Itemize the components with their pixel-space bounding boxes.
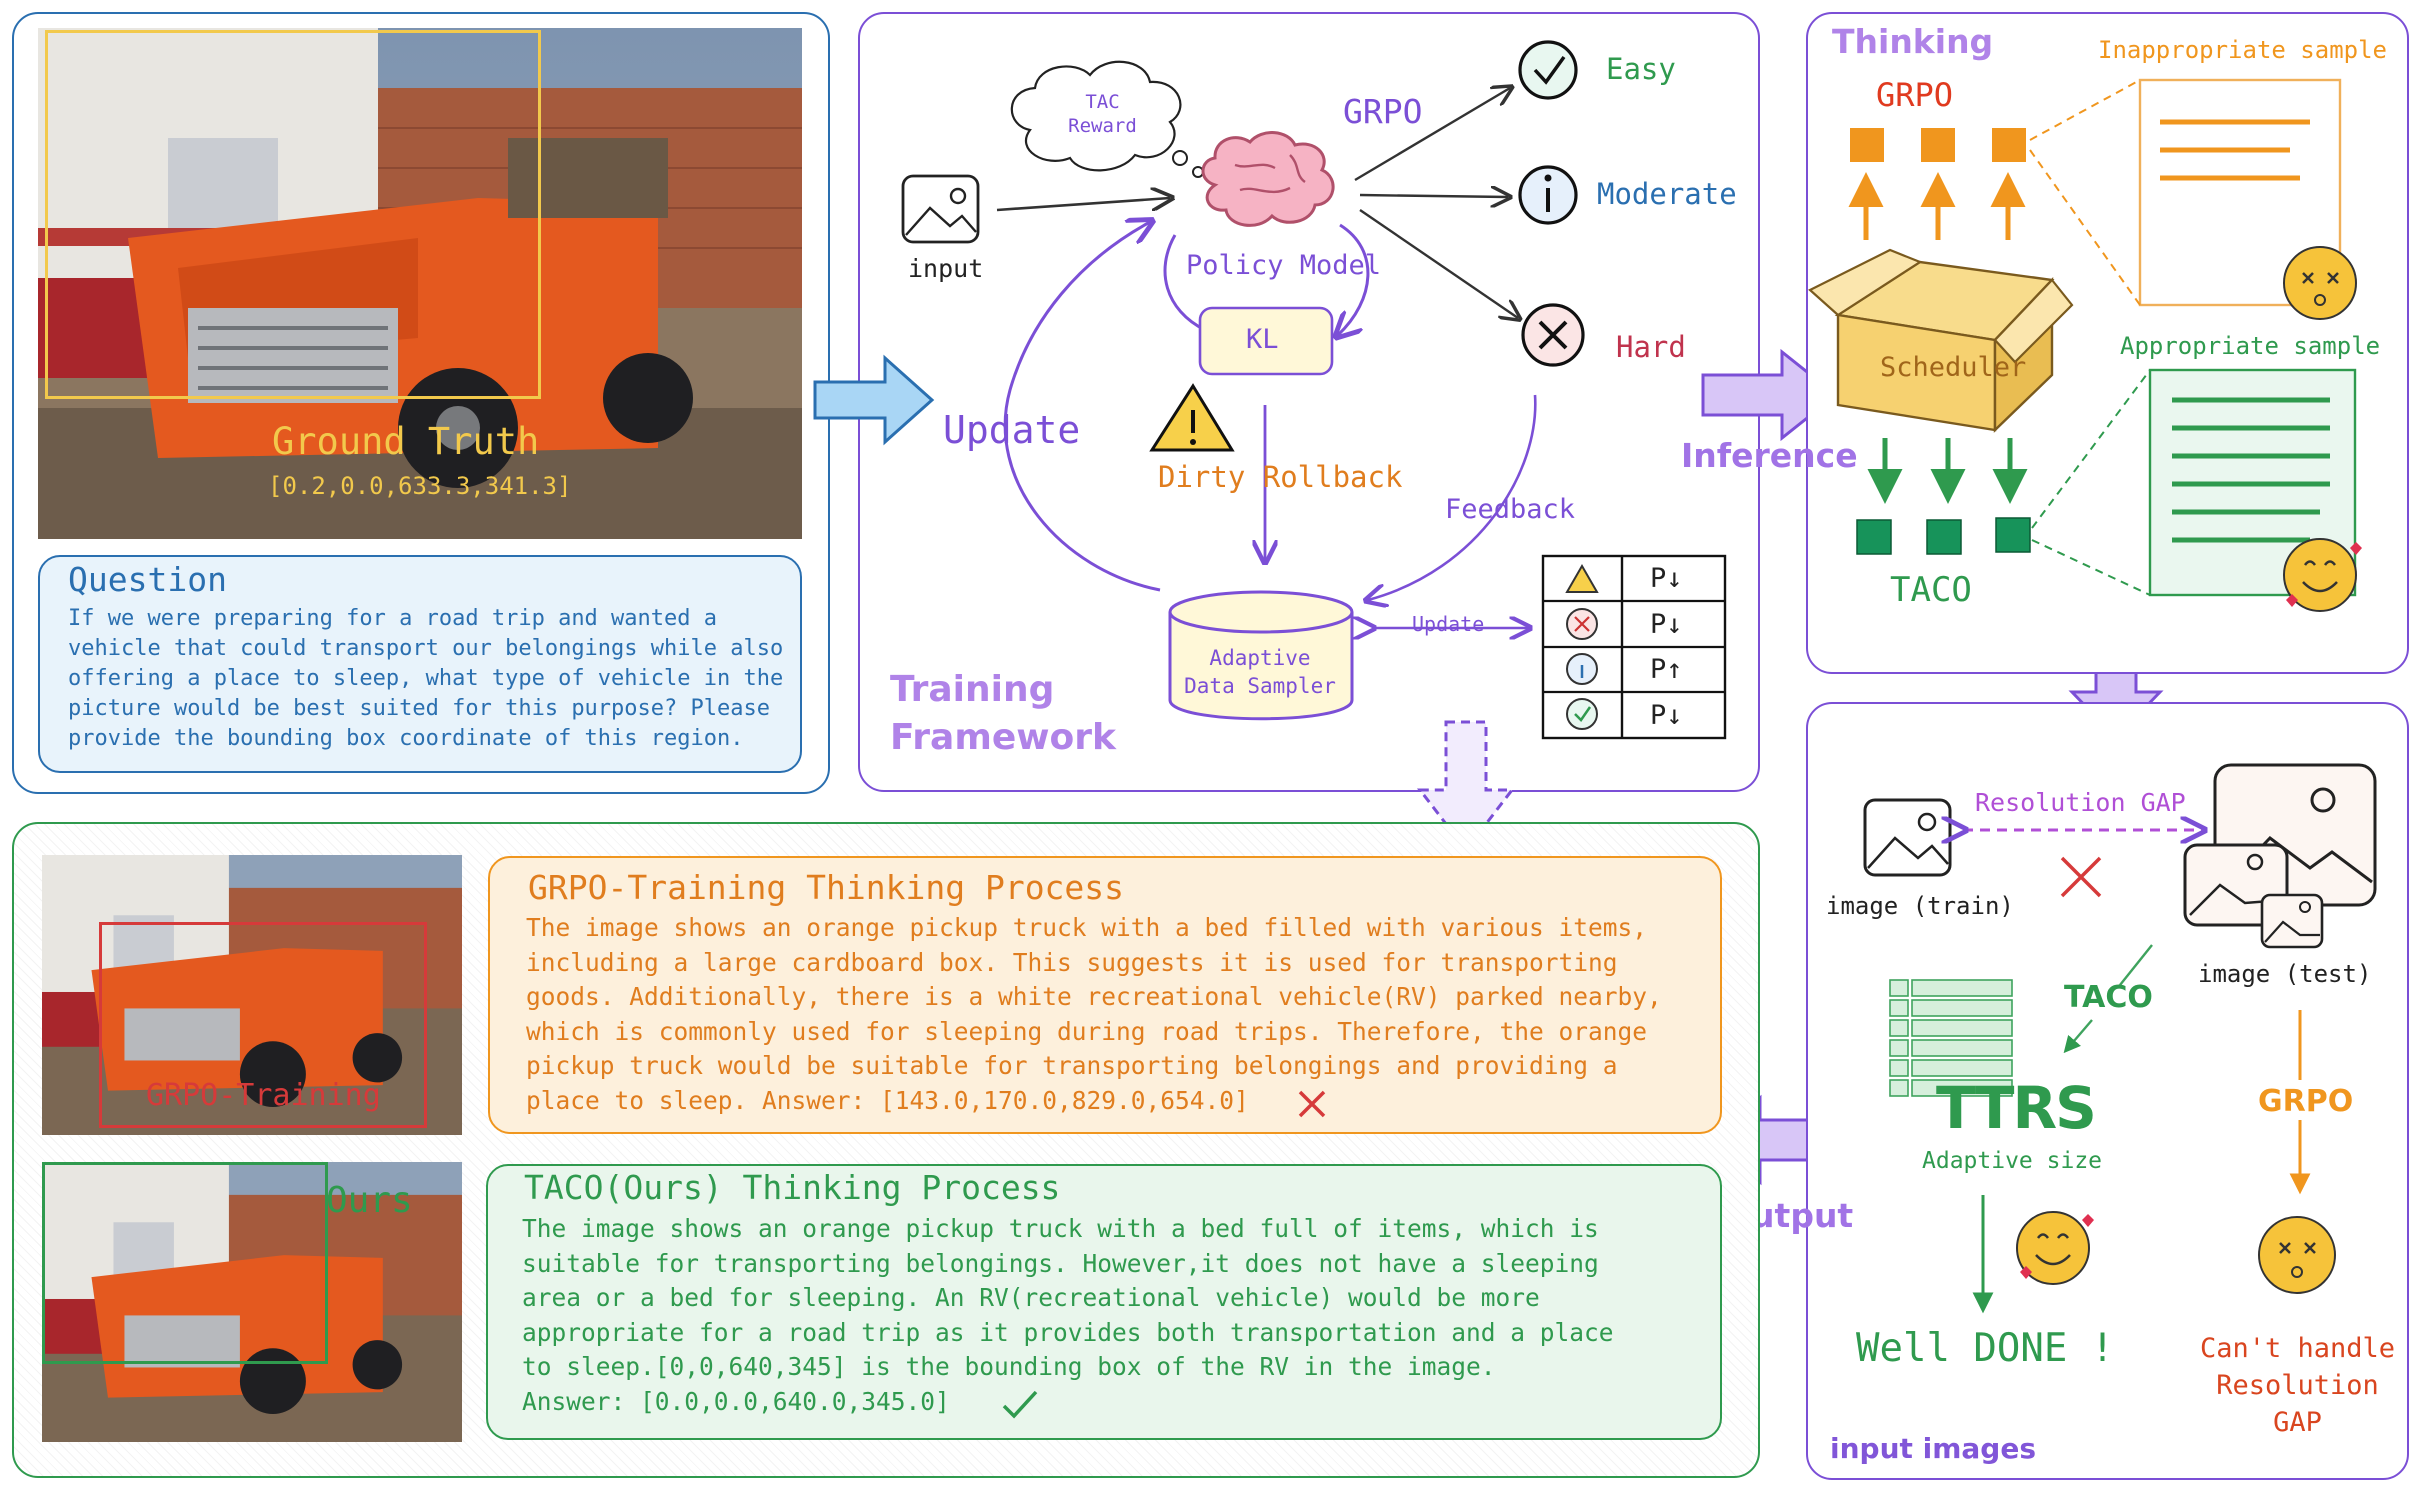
ground-truth-coords: [0.2,0.0,633.3,341.3] [268,472,572,500]
ours-box-label: Ours [326,1180,413,1221]
table-p-1: P↓ [1650,563,1683,594]
grpo-bounding-box [99,922,427,1128]
appropriate-sample-label: Appropriate sample [2120,332,2381,360]
feedback-label: Feedback [1445,494,1576,525]
training-framework-title: Training Framework [890,669,1116,758]
input-images-title: input images [1830,1432,2037,1465]
cant-handle-label: Can't handle Resolution GAP [2199,1333,2396,1438]
policy-model-label: Policy Model [1186,250,1382,281]
input-image-icon [901,174,980,244]
scheduler-label: Scheduler [1880,352,2027,383]
kl-label: KL [1246,324,1279,355]
update-label: Update [943,408,1081,452]
table-p-4: P↓ [1650,700,1683,731]
tac-reward-label: TAC Reward [1068,91,1137,137]
table-p-3: P↑ [1650,654,1683,685]
input-label: input [908,254,984,283]
taco-thinking-box [486,1164,1722,1440]
taco-thinking-text: The image shows an orange pickup truck w… [522,1214,1614,1416]
brain-icon [1201,131,1335,227]
easy-icon [1518,40,1578,100]
taco-check-icon [1000,1388,1040,1426]
inappropriate-sample-label: Inappropriate sample [2098,36,2387,64]
easy-label: Easy [1606,52,1676,86]
inference-label: Inference [1681,436,1858,475]
update-small-label: Update [1412,612,1485,636]
taco-thinking-title: TACO(Ours) Thinking Process [524,1168,1061,1207]
dirty-rollback-label: Dirty Rollback [1158,460,1403,494]
warning-icon [1149,383,1235,452]
ttrs-label: TTRS [1936,1074,2097,1142]
hard-icon [1521,303,1585,367]
question-box [38,555,802,773]
grpo-label: GRPO [1343,92,1423,131]
input-grpo-label: GRPO [2258,1084,2354,1119]
question-title: Question [68,560,227,599]
well-done-label: Well DONE ! [1856,1326,2115,1371]
grpo-cross-icon [1296,1088,1328,1124]
thinking-title: Thinking [1832,22,1994,61]
question-text: If we were preparing for a road trip and… [68,606,784,751]
data-sampler-cylinder [1168,590,1354,721]
thinking-taco-label: TACO [1890,570,1972,610]
moderate-label: Moderate [1597,177,1737,211]
moderate-icon [1518,165,1578,225]
image-test-label: image (test) [2198,960,2372,988]
grpo-photo [42,855,462,1135]
adaptive-size-label: Adaptive size [1922,1148,2103,1174]
resolution-gap-label: Resolution GAP [1975,788,2186,817]
grpo-thinking-box [488,856,1722,1134]
input-taco-label: TACO [2064,980,2153,1015]
table-p-2: P↓ [1650,609,1683,640]
grpo-box-label: GRPO-Training [146,1078,381,1113]
difficulty-table [1541,554,1727,740]
ground-truth-box [45,30,541,399]
grpo-thinking-text: The image shows an orange pickup truck w… [526,913,1662,1115]
ground-truth-label: Ground Truth [272,420,540,463]
image-train-label: image (train) [1826,892,2014,920]
ours-bounding-box [42,1162,328,1364]
grpo-thinking-title: GRPO-Training Thinking Process [528,868,1125,907]
sampler-label: Adaptive Data Sampler [1184,646,1336,698]
thinking-grpo-label: GRPO [1876,76,1954,114]
hard-label: Hard [1616,330,1686,364]
truck-photo-ground-truth [38,28,802,539]
